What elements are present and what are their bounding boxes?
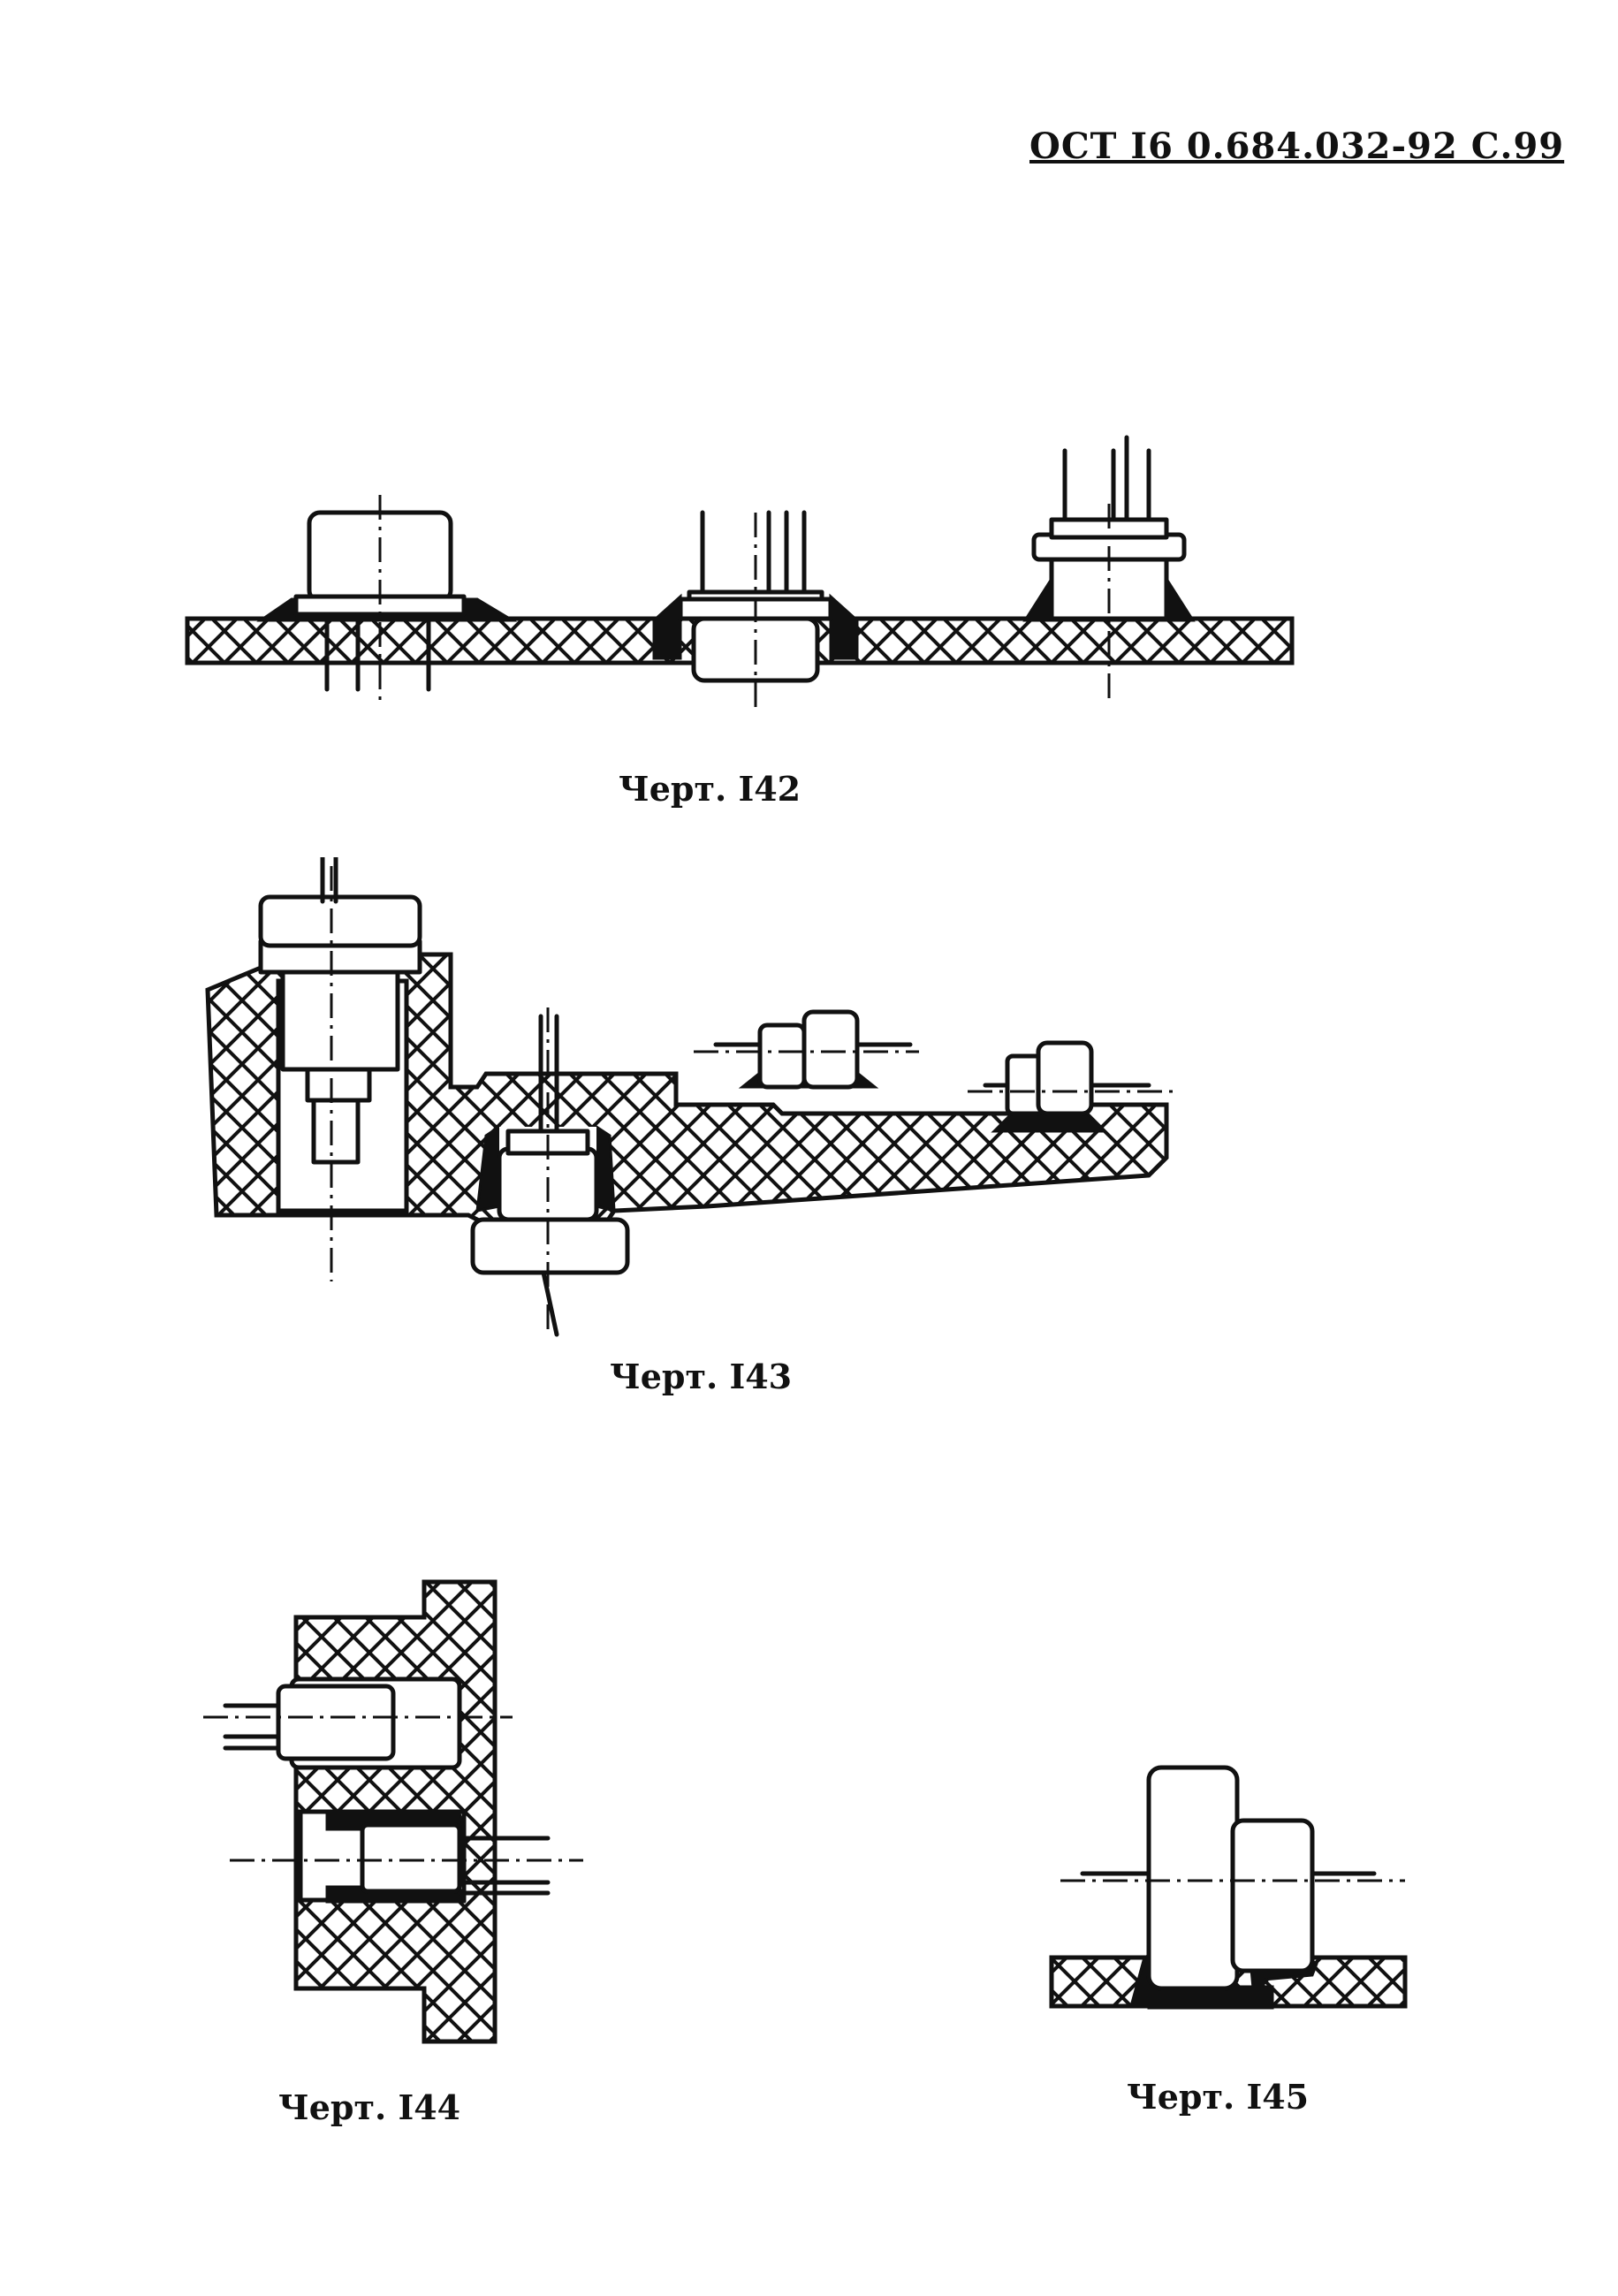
figure-145-drawing xyxy=(1049,1765,1408,2010)
figure-144-caption: Черт. I44 xyxy=(278,2087,461,2127)
figure-144-drawing xyxy=(203,1579,583,2044)
figure-143-caption: Черт. I43 xyxy=(610,1357,793,1396)
document-reference: ОСТ I6 0.684.032-92 С.99 xyxy=(1029,125,1565,167)
figure-142-caption: Черт. I42 xyxy=(619,769,801,809)
figure-143-drawing xyxy=(205,857,1175,1337)
figure-145-caption: Черт. I45 xyxy=(1127,2077,1310,2117)
figure-142-drawing xyxy=(185,435,1295,711)
